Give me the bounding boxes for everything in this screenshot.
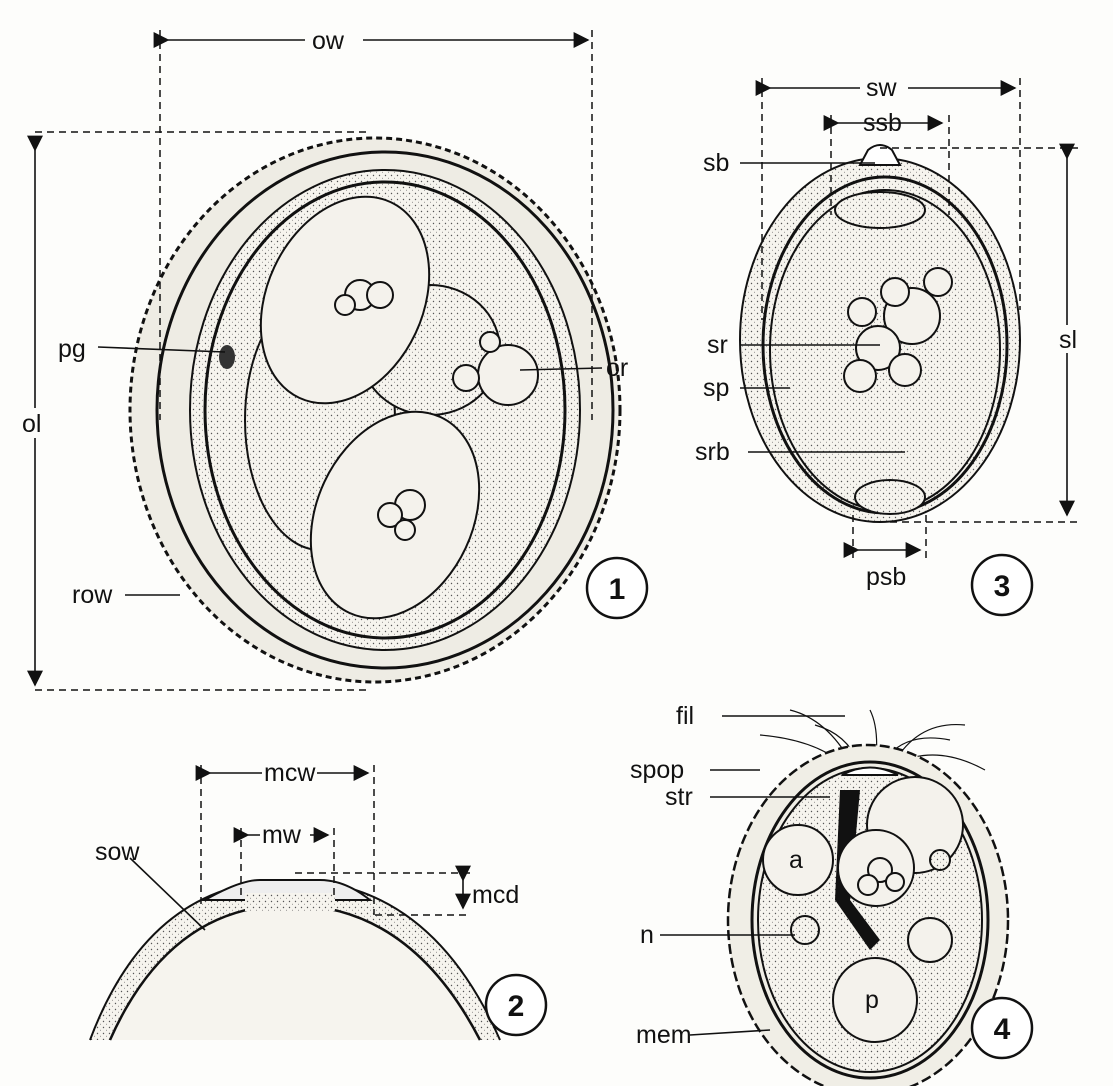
oocyst-residuum	[452, 331, 539, 406]
label-mem: mem	[636, 1021, 692, 1049]
label-psb: psb	[866, 563, 906, 591]
label-fil: fil	[676, 702, 694, 730]
label-ow: ow	[312, 27, 345, 55]
label-p: p	[865, 986, 879, 1014]
label-or: or	[606, 354, 628, 382]
label-mcd: mcd	[472, 881, 519, 909]
label-spop: spop	[630, 756, 684, 784]
label-sp: sp	[703, 374, 729, 402]
label-row: row	[72, 581, 113, 609]
label-ssb: ssb	[863, 109, 902, 137]
label-a: a	[789, 846, 803, 874]
label-sw: sw	[866, 74, 898, 102]
sporocyst-upper	[259, 195, 431, 405]
figure-number-2: 2	[508, 990, 525, 1023]
label-srb: srb	[695, 438, 730, 466]
label-sl: sl	[1059, 326, 1077, 354]
sporocyst-residuum	[843, 267, 953, 393]
label-str: str	[665, 783, 693, 811]
label-n: n	[640, 921, 654, 949]
label-ol: ol	[22, 410, 41, 438]
polar-granule	[219, 345, 235, 369]
sporocyst-lower	[309, 410, 481, 620]
figure-1-oocyst: ow ol pg or row 1	[20, 27, 649, 691]
label-sr: sr	[707, 331, 728, 359]
sporocyst-dark-strip	[835, 790, 880, 950]
stieda-body	[858, 144, 902, 166]
figure-number-3: 3	[994, 570, 1011, 603]
figure-number-1: 1	[609, 573, 626, 606]
label-sow: sow	[95, 838, 140, 866]
label-sb: sb	[703, 149, 729, 177]
figure-number-4: 4	[994, 1013, 1011, 1046]
label-mw: mw	[262, 821, 302, 849]
label-mcw: mcw	[264, 759, 316, 787]
figure-2-micropyle-detail: mcw mw sow mcd 2	[89, 759, 548, 1041]
figure-4-oocyst-variant: fil spop str a n p mem 4	[630, 702, 1034, 1086]
figure-3-sporocyst: sw ssb sb sr sp srb sl psb 3	[695, 74, 1083, 617]
label-pg: pg	[58, 335, 86, 363]
